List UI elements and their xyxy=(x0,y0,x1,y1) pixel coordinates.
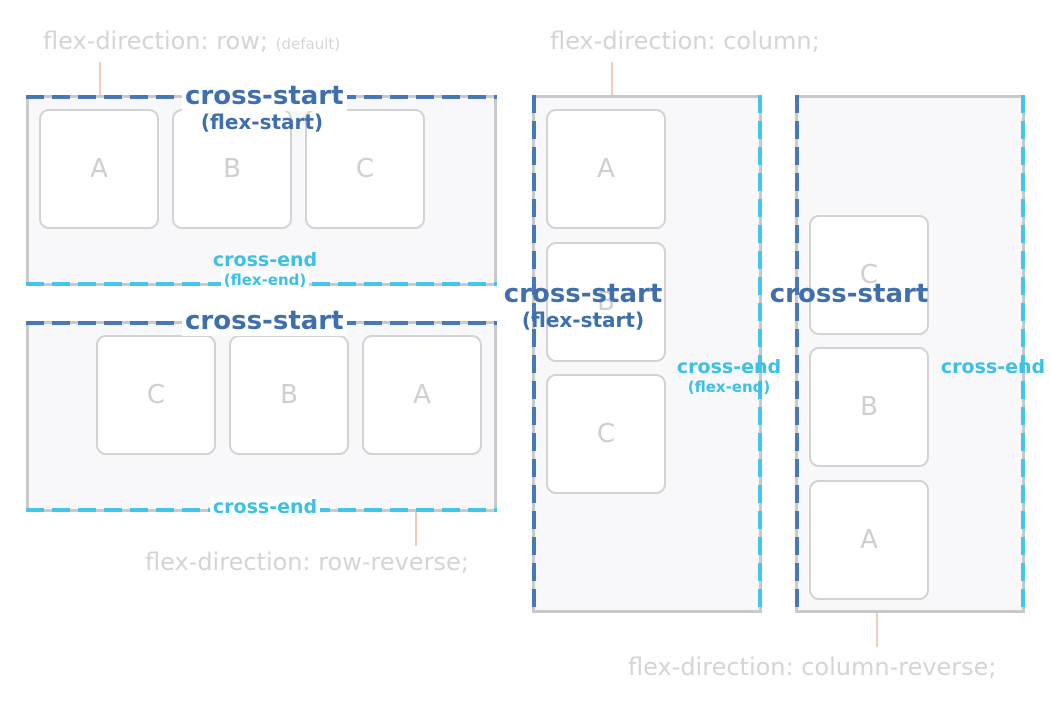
flex-item-label: B xyxy=(280,380,298,410)
caption-row-pointer xyxy=(99,62,101,96)
flex-item-label: A xyxy=(90,154,108,184)
cross-start-line-column-reverse xyxy=(795,95,799,613)
cross-end-text: cross-end xyxy=(209,496,321,518)
cross-end-text: cross-end xyxy=(212,249,318,271)
caption-column-reverse-pointer xyxy=(876,613,878,647)
cross-start-alias: (flex-start) xyxy=(200,109,324,134)
flex-item-label: C xyxy=(859,260,879,290)
caption-column-pointer xyxy=(611,62,613,96)
flex-item-column-2: B xyxy=(546,242,666,362)
cross-end-line-column xyxy=(758,95,762,613)
cross-start-text: cross-start xyxy=(182,81,347,111)
flex-item-label: B xyxy=(597,287,615,317)
caption-row: flex-direction: row; (default) xyxy=(43,29,340,53)
flex-item-label: B xyxy=(860,392,878,422)
flex-item-row-reverse-3: A xyxy=(362,335,482,455)
cross-start-label-column: cross-start (flex-start) xyxy=(503,280,663,331)
flex-item-column-reverse-1: C xyxy=(809,215,929,335)
flex-item-label: C xyxy=(596,419,616,449)
flex-item-row-2: B xyxy=(172,109,292,229)
cross-end-label-column-reverse: cross-end xyxy=(938,356,1048,379)
cross-start-label-column-reverse: cross-start xyxy=(769,280,929,309)
cross-start-text: cross-start xyxy=(769,279,929,309)
caption-row-reverse-text: flex-direction: row-reverse; xyxy=(145,548,469,576)
cross-end-alias: (flex-end) xyxy=(220,270,310,289)
caption-column-text: flex-direction: column; xyxy=(550,27,820,55)
flex-item-column-1: A xyxy=(546,109,666,229)
caption-column-reverse: flex-direction: column-reverse; xyxy=(628,655,997,679)
flex-item-column-reverse-3: A xyxy=(809,480,929,600)
caption-row-text: flex-direction: row; xyxy=(43,27,268,55)
cross-start-alias: (flex-start) xyxy=(521,307,645,332)
caption-column-reverse-text: flex-direction: column-reverse; xyxy=(628,653,997,681)
flex-item-row-reverse-1: C xyxy=(96,335,216,455)
cross-start-line-column xyxy=(532,95,536,613)
flex-item-label: A xyxy=(413,380,431,410)
cross-end-line-column-reverse xyxy=(1021,95,1025,613)
flex-item-column-reverse-2: B xyxy=(809,347,929,467)
cross-end-alias: (flex-end) xyxy=(687,377,771,396)
flex-item-row-1: A xyxy=(39,109,159,229)
caption-column: flex-direction: column; xyxy=(550,29,820,53)
flex-item-label: A xyxy=(597,154,615,184)
flex-item-label: A xyxy=(860,525,878,555)
caption-row-note: (default) xyxy=(275,35,341,53)
flex-item-label: B xyxy=(223,154,241,184)
flex-item-row-reverse-2: B xyxy=(229,335,349,455)
cross-end-label-row: cross-end (flex-end) xyxy=(195,249,335,289)
caption-row-reverse-pointer xyxy=(415,512,417,546)
cross-start-text: cross-start xyxy=(503,279,663,309)
cross-end-text: cross-end xyxy=(676,356,782,378)
cross-end-text: cross-end xyxy=(940,356,1046,378)
cross-end-label-column: cross-end (flex-end) xyxy=(665,356,793,396)
cross-end-label-row-reverse: cross-end xyxy=(195,496,335,519)
flex-item-column-3: C xyxy=(546,374,666,494)
cross-start-label-row: cross-start (flex-start) xyxy=(182,81,347,134)
flex-item-label: C xyxy=(355,154,375,184)
cross-start-text: cross-start xyxy=(182,306,347,336)
cross-start-label-row-reverse: cross-start xyxy=(182,306,347,336)
flex-item-row-3: C xyxy=(305,109,425,229)
flex-item-label: C xyxy=(146,380,166,410)
caption-row-reverse: flex-direction: row-reverse; xyxy=(145,550,469,574)
